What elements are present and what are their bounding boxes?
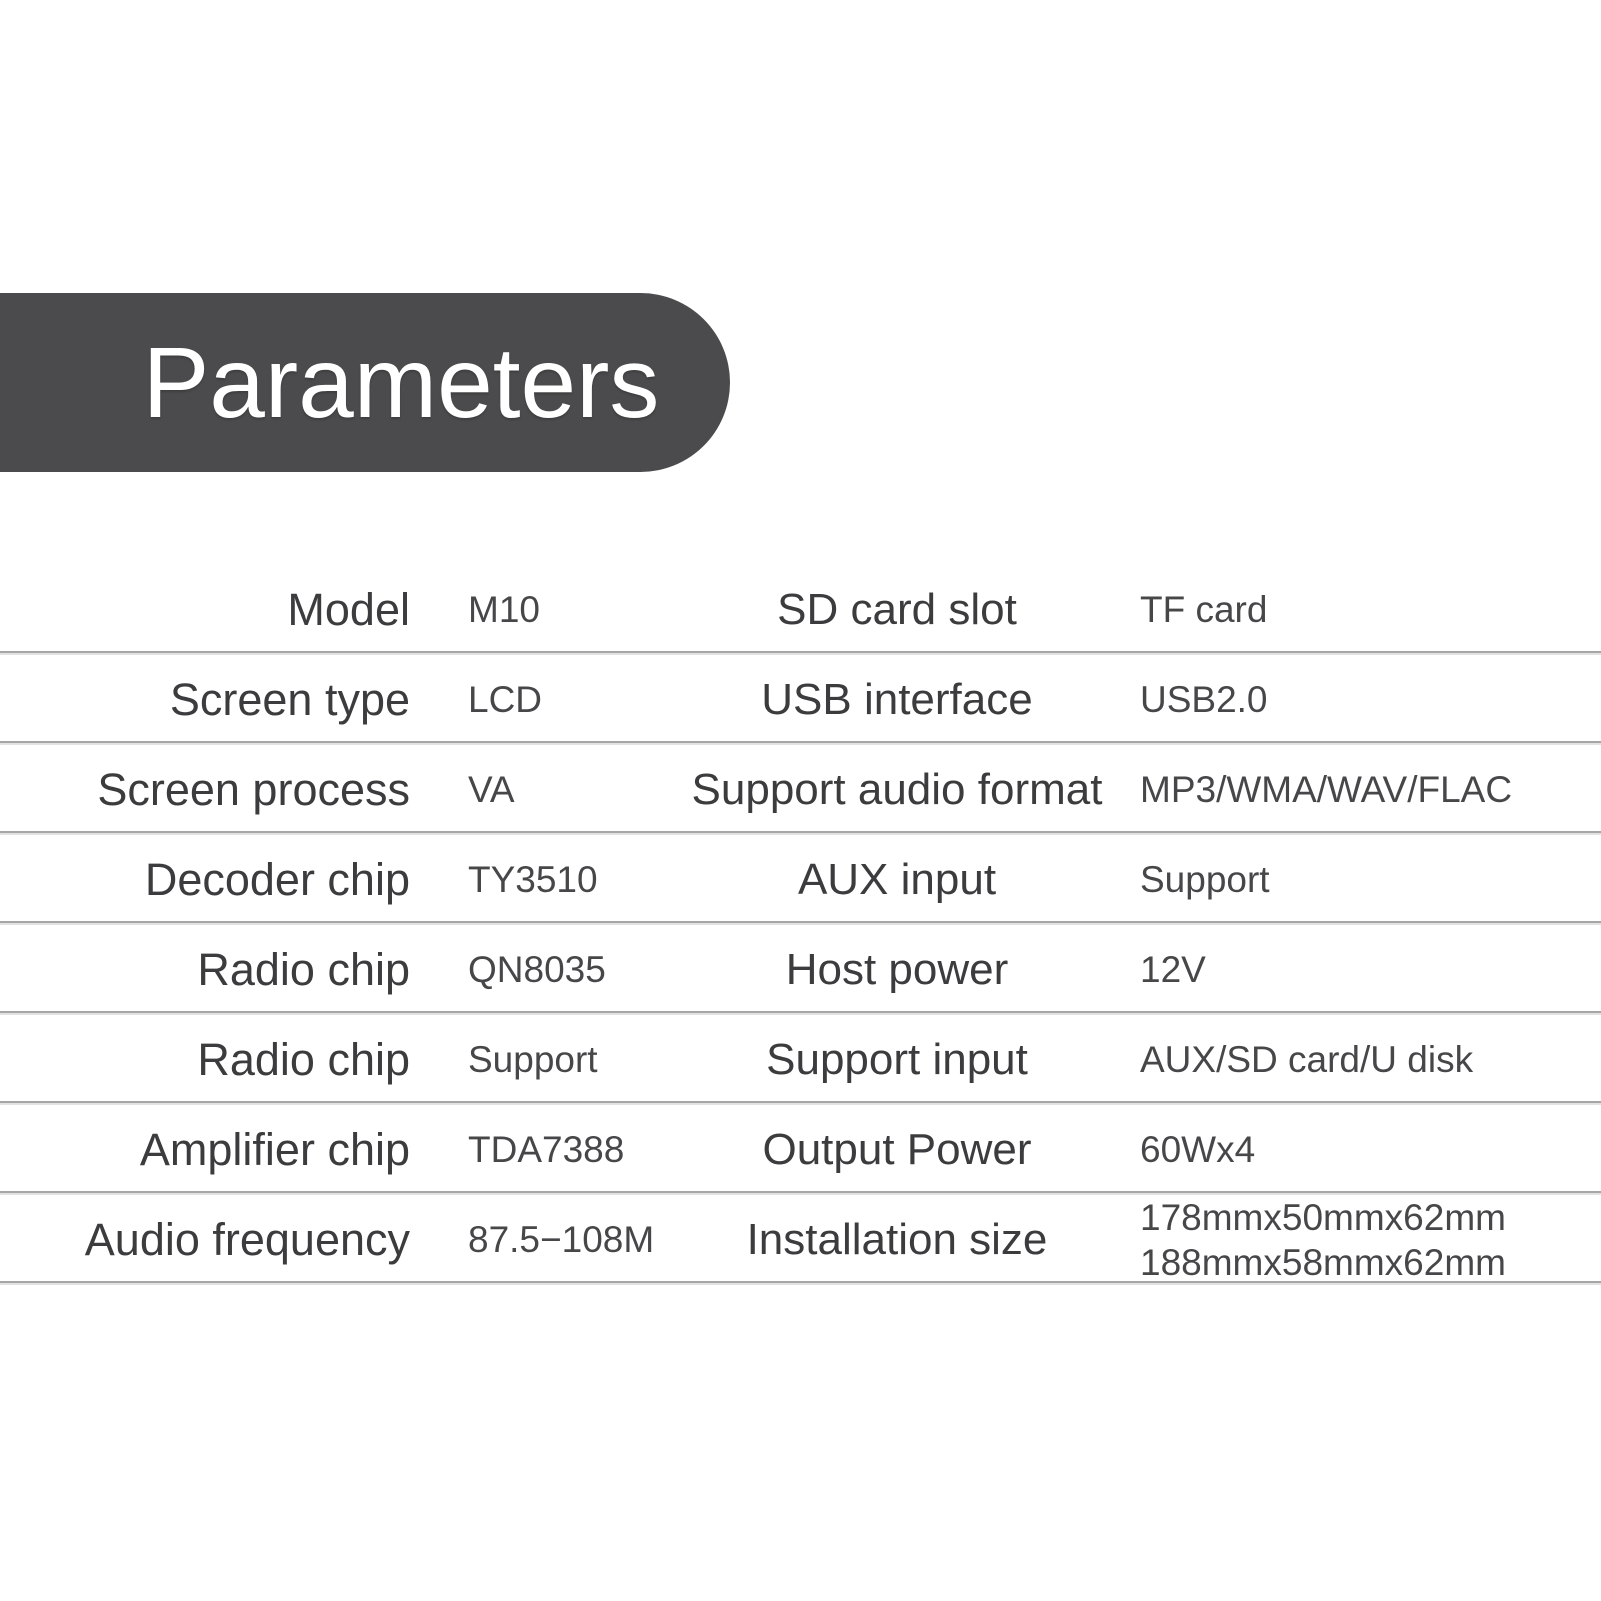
spec-value: 87.5−108M: [468, 1219, 655, 1260]
spec-label: Support input: [766, 1035, 1028, 1084]
table-row: Amplifier chip TDA7388 Output Power 60Wx…: [0, 1105, 1601, 1195]
table-row: Radio chip Support Support input AUX/SD …: [0, 1015, 1601, 1105]
spec-value: LCD: [468, 679, 543, 720]
spec-label: Output Power: [762, 1125, 1032, 1174]
spec-value: TDA7388: [468, 1129, 625, 1170]
spec-value: 12V: [1140, 949, 1206, 991]
spec-value: M10: [468, 589, 540, 630]
spec-value: USB2.0: [1140, 679, 1268, 721]
page-title: Parameters: [142, 326, 660, 439]
spec-value: 178mmx50mmx62mm 188mmx58mmx62mm: [1140, 1196, 1506, 1283]
spec-label: Radio chip: [197, 944, 410, 995]
spec-value: QN8035: [468, 949, 606, 990]
spec-value: MP3/WMA/WAV/FLAC: [1140, 769, 1513, 811]
spec-label: USB interface: [761, 675, 1033, 724]
spec-label: Radio chip: [197, 1034, 410, 1085]
spec-label: Host power: [785, 945, 1009, 994]
spec-label: Screen process: [97, 764, 410, 815]
spec-label: Support audio format: [691, 765, 1103, 814]
spec-label: Installation size: [746, 1215, 1048, 1264]
table-row: Screen type LCD USB interface USB2.0: [0, 655, 1601, 745]
table-row: Screen process VA Support audio format M…: [0, 745, 1601, 835]
spec-label: AUX input: [797, 855, 997, 904]
table-row: Audio frequency 87.5−108M Installation s…: [0, 1195, 1601, 1285]
table-row: Decoder chip TY3510 AUX input Support: [0, 835, 1601, 925]
spec-value: VA: [468, 769, 515, 810]
spec-label: Amplifier chip: [139, 1124, 410, 1175]
table-row: Radio chip QN8035 Host power 12V: [0, 925, 1601, 1015]
spec-value: TY3510: [468, 859, 598, 900]
spec-label: Model: [287, 584, 410, 635]
parameters-title-pill: Parameters: [0, 293, 730, 472]
spec-value: 60Wx4: [1140, 1129, 1256, 1171]
spec-label: SD card slot: [777, 585, 1017, 634]
spec-value: TF card: [1140, 589, 1268, 631]
spec-value: AUX/SD card/U disk: [1140, 1039, 1474, 1081]
spec-label: Decoder chip: [144, 854, 410, 905]
spec-label: Audio frequency: [84, 1214, 410, 1265]
spec-table: Model M10 SD card slot TF card Screen ty…: [0, 565, 1601, 1285]
spec-value: Support: [468, 1039, 598, 1080]
spec-label: Screen type: [169, 674, 410, 725]
table-row: Model M10 SD card slot TF card: [0, 565, 1601, 655]
spec-value: Support: [1140, 859, 1270, 901]
